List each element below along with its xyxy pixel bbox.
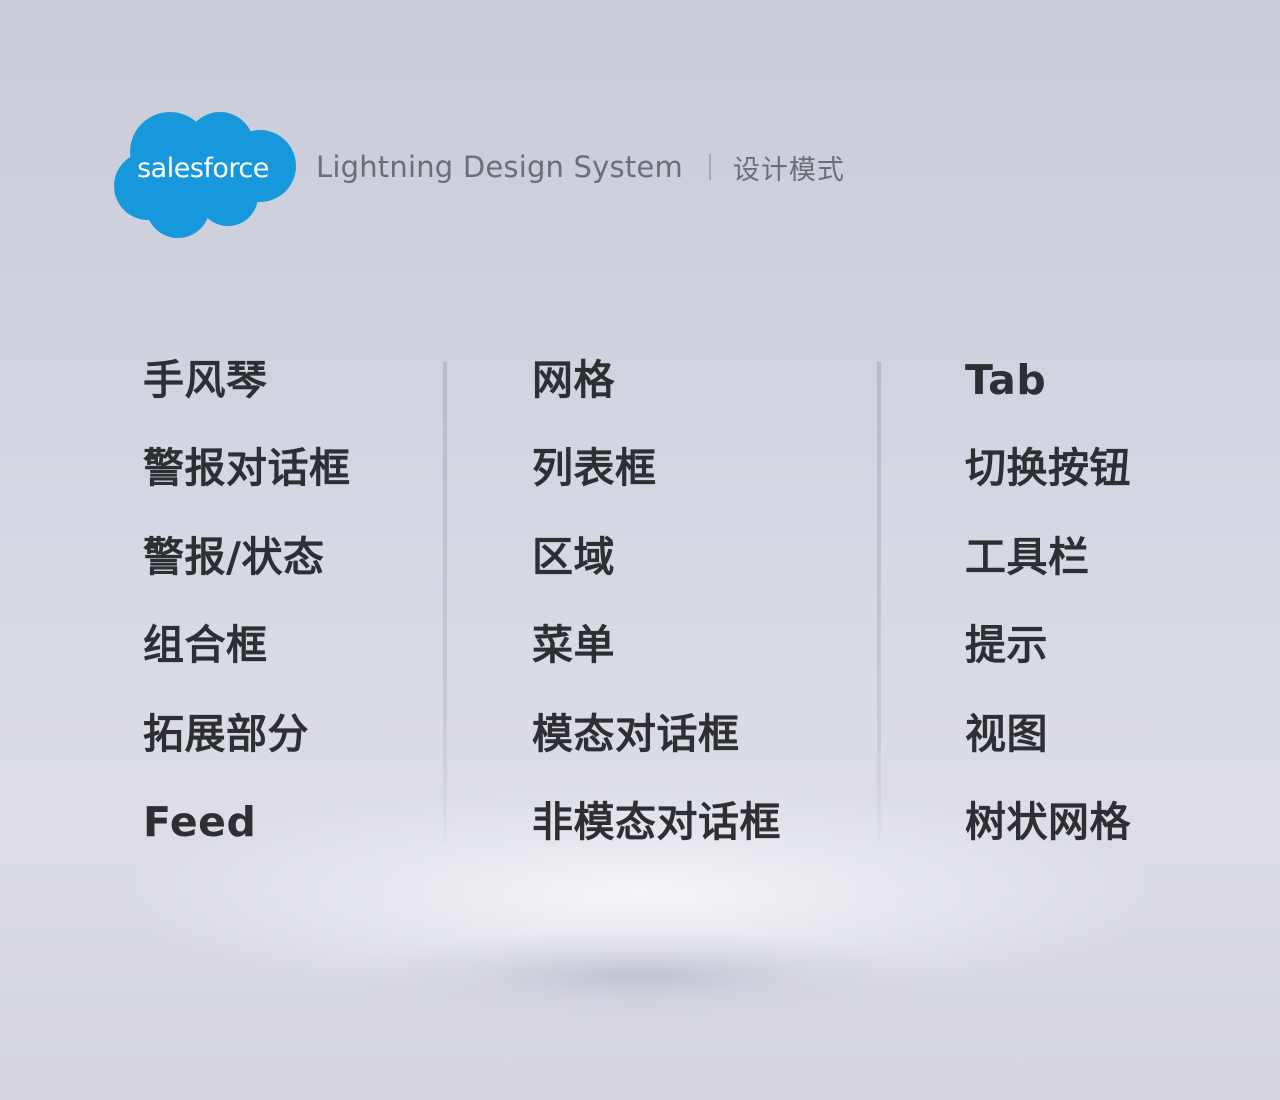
pattern-column-2: 网格 列表框 区域 菜单 模态对话框 非模态对话框 [532, 352, 781, 882]
pattern-item-grid[interactable]: 网格 [532, 356, 615, 404]
pattern-item-feed[interactable]: Feed [143, 797, 257, 846]
header: salesforce Lightning Design System 设计模式 [108, 108, 845, 240]
pattern-item-expandable-section[interactable]: 拓展部分 [143, 709, 309, 758]
pattern-item-tree-grid[interactable]: 树状网格 [965, 797, 1131, 846]
product-name: Lightning Design System [316, 150, 683, 184]
cloud-icon [114, 112, 296, 238]
pattern-item-menu[interactable]: 菜单 [532, 621, 615, 670]
pattern-item-alert-status[interactable]: 警报/状态 [143, 532, 325, 581]
pattern-item-combobox[interactable]: 组合框 [143, 621, 268, 670]
pattern-item-tab[interactable]: Tab [965, 356, 1047, 404]
pattern-item-tooltip[interactable]: 提示 [965, 621, 1048, 670]
pattern-item-non-modal-dialog[interactable]: 非模态对话框 [532, 797, 781, 846]
pattern-item-toolbar[interactable]: 工具栏 [965, 532, 1090, 581]
pattern-item-toggle-button[interactable]: 切换按钮 [965, 444, 1131, 493]
column-divider [877, 362, 881, 842]
pattern-item-modal-dialog[interactable]: 模态对话框 [532, 709, 740, 758]
brand-name: salesforce [137, 152, 269, 184]
pattern-item-alert-dialog[interactable]: 警报对话框 [143, 444, 351, 493]
pattern-item-region[interactable]: 区域 [532, 532, 615, 581]
pattern-item-view[interactable]: 视图 [965, 709, 1048, 758]
column-divider [443, 362, 447, 842]
header-separator [708, 154, 711, 180]
pattern-item-accordion[interactable]: 手风琴 [143, 356, 268, 404]
pattern-column-3: Tab 切换按钮 工具栏 提示 视图 树状网格 [965, 352, 1131, 882]
pattern-column-1: 手风琴 警报对话框 警报/状态 组合框 拓展部分 Feed [143, 352, 351, 882]
pattern-item-listbox[interactable]: 列表框 [532, 444, 657, 493]
salesforce-logo: salesforce [108, 108, 296, 240]
page-subtitle: 设计模式 [732, 154, 845, 186]
pattern-columns: 手风琴 警报对话框 警报/状态 组合框 拓展部分 Feed 网格 列表框 区域 … [0, 352, 1280, 852]
